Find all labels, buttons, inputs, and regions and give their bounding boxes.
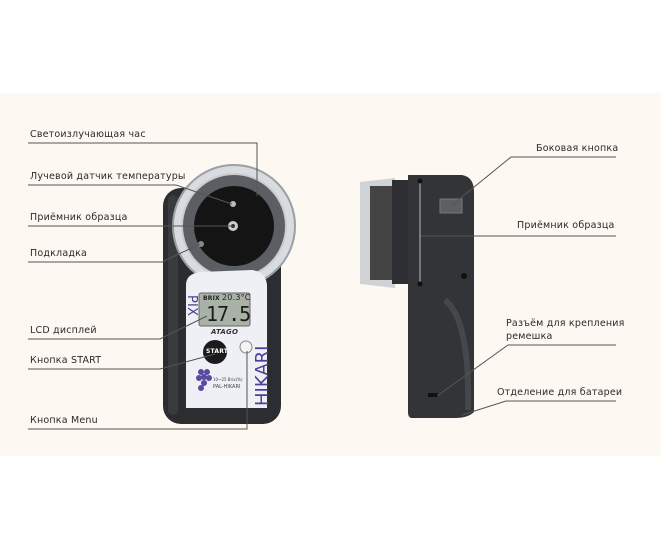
label-temperature-sensor: Лучевой датчик температуры bbox=[30, 171, 186, 182]
start-button bbox=[203, 340, 227, 364]
label-light-emitting-part: Светоизлучающая час bbox=[30, 129, 146, 140]
grape-icon bbox=[196, 369, 212, 391]
label-menu-button: Кнопка Menu bbox=[30, 415, 98, 426]
range-text: 10~25 Brix(%) bbox=[213, 377, 243, 382]
side-button bbox=[439, 198, 463, 214]
lcd-temperature: 20.3°C bbox=[222, 293, 251, 302]
label-lcd-display: LCD дисплей bbox=[30, 325, 97, 336]
label-side-button: Боковая кнопка bbox=[536, 143, 619, 154]
label-battery-compartment: Отделение для батареи bbox=[497, 387, 623, 398]
pad bbox=[198, 241, 204, 247]
lcd-reading: 17.5 bbox=[206, 302, 251, 326]
brand-logo: ATAGO bbox=[211, 328, 239, 336]
label-start-button: Кнопка START bbox=[30, 355, 102, 366]
strap-connector bbox=[428, 393, 438, 397]
lcd-mode: BRIX bbox=[203, 295, 220, 302]
temperature-sensor bbox=[230, 201, 236, 207]
label-strap-connector-line1: Разъём для крепления bbox=[506, 318, 625, 329]
label-strap-connector-line2: ремешка bbox=[506, 331, 553, 342]
background-panel bbox=[0, 93, 661, 456]
side-leader-lines bbox=[419, 156, 616, 416]
label-sample-receiver-side: Приёмник образца bbox=[517, 220, 615, 231]
front-device bbox=[163, 164, 296, 424]
pix-side-text: PIX bbox=[184, 295, 199, 317]
hikari-side-text: HIKARI bbox=[252, 345, 273, 406]
menu-button bbox=[239, 340, 253, 354]
lcd-display bbox=[198, 292, 251, 327]
label-pad: Подкладка bbox=[30, 248, 88, 259]
start-button-label: START bbox=[206, 348, 229, 355]
label-sample-receiver-front: Приёмник образца bbox=[30, 212, 128, 223]
model-text: PAL-HIKARI bbox=[213, 384, 241, 390]
front-leader-lines bbox=[28, 142, 258, 430]
